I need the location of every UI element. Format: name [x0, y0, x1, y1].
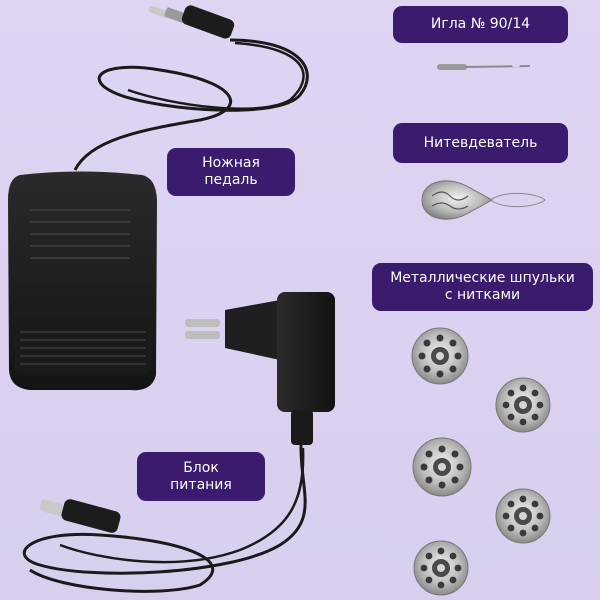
bobbin: [411, 327, 469, 385]
bobbin: [495, 377, 551, 433]
dc-plug: [39, 499, 121, 533]
label-needle: Игла № 90/14: [393, 6, 568, 43]
bobbin: [412, 437, 472, 497]
bobbin: [413, 540, 469, 596]
power-adapter: [185, 292, 335, 445]
label-foot-pedal: Ножная педаль: [167, 148, 295, 196]
label-power-supply: Блок питания: [137, 452, 265, 501]
needle: [437, 64, 531, 70]
foot-pedal: [8, 171, 157, 391]
label-threader: Нитевдеватель: [393, 123, 568, 163]
mono-jack-plug: [148, 5, 235, 39]
threader: [421, 180, 546, 220]
bobbin: [495, 488, 551, 544]
power-cable: [22, 444, 307, 593]
pedal-cable: [73, 38, 309, 171]
label-bobbins: Металлические шпульки с нитками: [372, 263, 593, 311]
